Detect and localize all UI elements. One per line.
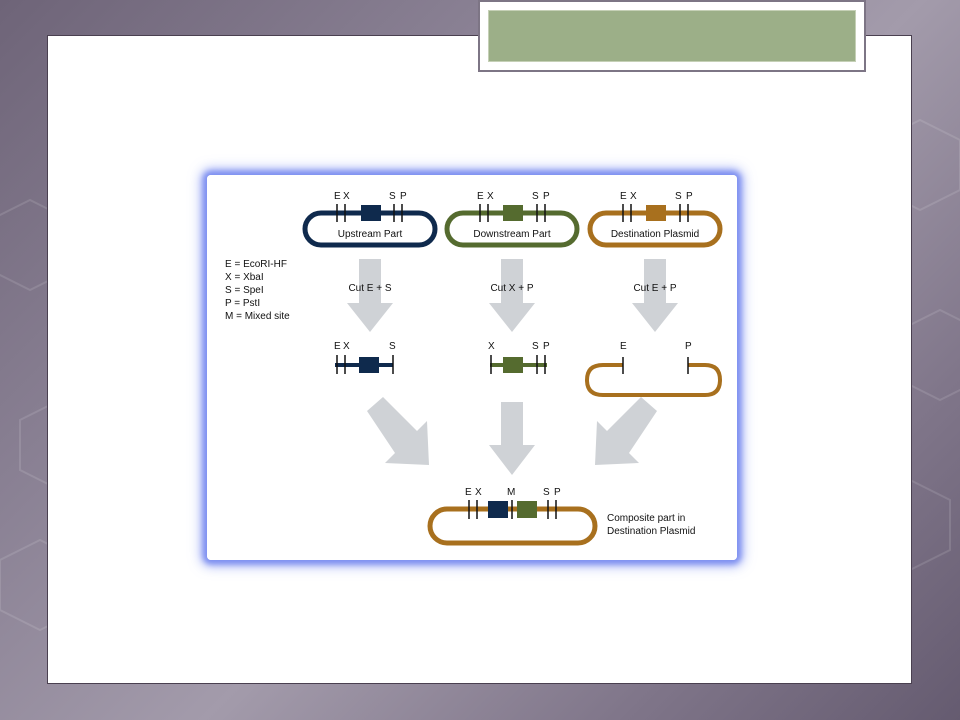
composite-site-e: E: [465, 487, 472, 498]
downstream-fragment-site-x: X: [488, 341, 495, 352]
downstream-site-p: P: [543, 191, 550, 202]
upstream-site-p: P: [400, 191, 407, 202]
downstream-part: E X S P Downstream Part: [444, 191, 580, 248]
plasmid-site-s: S: [675, 191, 682, 202]
composite-site-x: X: [475, 487, 482, 498]
diagonal-arrow-left: [367, 397, 429, 465]
assembly-diagram: E X S P Upstream Part E X S P Downstream…: [207, 175, 737, 560]
composite-caption-line2: Destination Plasmid: [607, 526, 695, 537]
diagonal-arrow-right: [595, 397, 657, 465]
plasmid-fragment-site-e: E: [620, 341, 627, 352]
legend-item-psti: P = PstI: [225, 298, 260, 309]
upstream-part-label: Upstream Part: [338, 229, 403, 240]
legend-item-mixed: M = Mixed site: [225, 311, 290, 322]
upstream-fragment-site-s: S: [389, 341, 396, 352]
downstream-site-e: E: [477, 191, 484, 202]
title-placeholder: [478, 0, 866, 72]
composite-site-s: S: [543, 487, 550, 498]
downstream-site-x: X: [487, 191, 494, 202]
ligation-arrows: [367, 397, 657, 475]
upstream-fragment: E X S: [334, 341, 396, 374]
plasmid-site-e: E: [620, 191, 627, 202]
legend-item-xbai: X = XbaI: [225, 272, 264, 283]
cut-label-downstream: Cut X + P: [490, 283, 533, 294]
cut-label-upstream: Cut E + S: [348, 283, 391, 294]
plasmid-fragment-site-p: P: [685, 341, 692, 352]
cut-arrows: [347, 259, 678, 332]
downstream-fragment: X S P: [488, 341, 550, 374]
composite-plasmid: E X M S P Composite part in Destination …: [427, 487, 695, 546]
cut-label-plasmid: Cut E + P: [633, 283, 676, 294]
title-placeholder-fill: [488, 10, 856, 62]
downstream-part-label: Downstream Part: [473, 229, 550, 240]
plasmid-backbone-fragment: E P: [584, 341, 723, 397]
upstream-site-x: X: [343, 191, 350, 202]
downstream-fragment-site-s: S: [532, 341, 539, 352]
destination-plasmid-label: Destination Plasmid: [611, 229, 699, 240]
composite-site-m: M: [507, 487, 515, 498]
destination-plasmid: E X S P Destination Plasmid: [587, 191, 723, 248]
plasmid-site-x: X: [630, 191, 637, 202]
legend-item-spei: S = SpeI: [225, 285, 264, 296]
biobrick-assembly-figure: E X S P Upstream Part E X S P Downstream…: [207, 175, 737, 560]
composite-site-p: P: [554, 487, 561, 498]
upstream-site-s: S: [389, 191, 396, 202]
downstream-site-s: S: [532, 191, 539, 202]
downstream-fragment-site-p: P: [543, 341, 550, 352]
down-arrow-center: [489, 402, 535, 475]
legend-item-ecori: E = EcoRI-HF: [225, 259, 287, 270]
down-arrow-2: [489, 259, 535, 332]
composite-caption-line1: Composite part in: [607, 513, 685, 524]
upstream-part: E X S P Upstream Part: [302, 191, 438, 248]
enzyme-legend: E = EcoRI-HF X = XbaI S = SpeI P = PstI …: [225, 259, 290, 322]
plasmid-site-p: P: [686, 191, 693, 202]
upstream-site-e: E: [334, 191, 341, 202]
down-arrow-1: [347, 259, 393, 332]
upstream-fragment-site-e: E: [334, 341, 341, 352]
upstream-fragment-site-x: X: [343, 341, 350, 352]
down-arrow-3: [632, 259, 678, 332]
